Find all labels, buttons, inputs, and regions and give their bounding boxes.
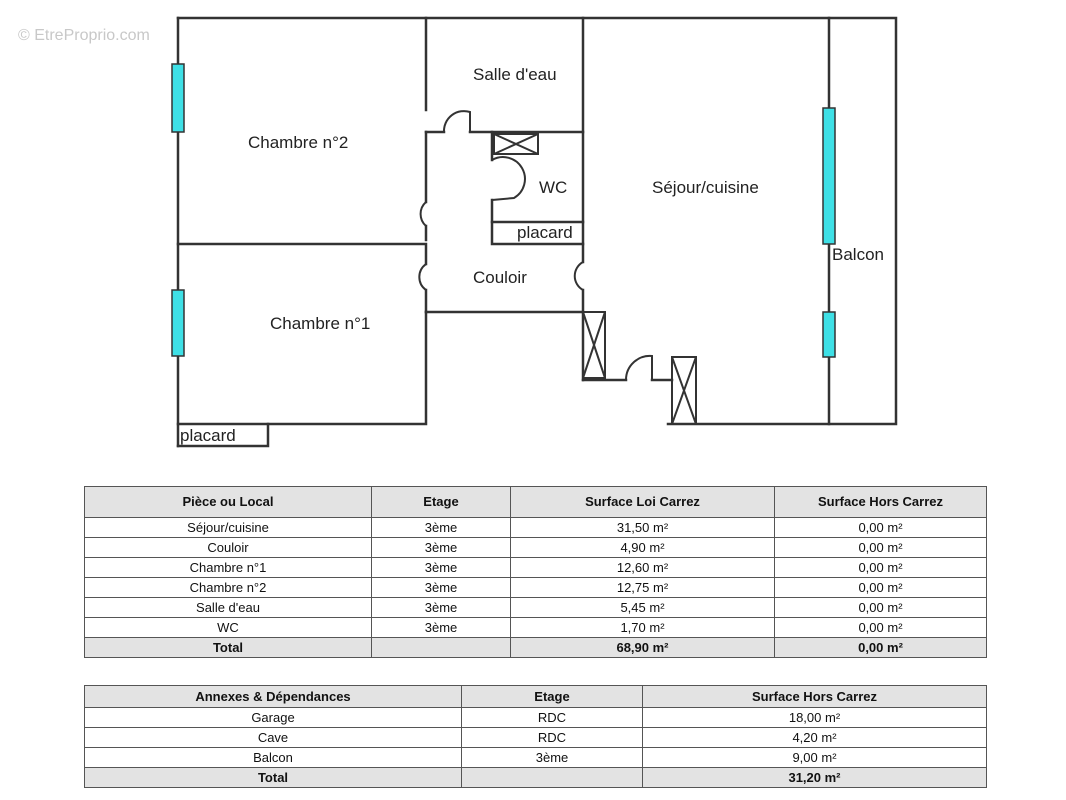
label-balcon: Balcon — [832, 245, 884, 264]
table-header-row: Annexes & Dépendances Etage Surface Hors… — [84, 685, 987, 708]
placard-ch1-outline — [176, 422, 270, 448]
wall-chambres-divider — [176, 242, 428, 314]
door-salle-deau — [442, 110, 471, 133]
cell: Garage — [84, 707, 462, 728]
cell: 3ème — [371, 577, 511, 598]
col-header: Surface Hors Carrez — [642, 685, 987, 708]
col-header: Surface Loi Carrez — [510, 486, 775, 518]
cell: 31,50 m² — [510, 517, 775, 538]
col-header: Etage — [461, 685, 643, 708]
outer-wall — [176, 16, 898, 426]
outer-wall-south — [176, 310, 428, 426]
window-chambre2 — [171, 63, 185, 133]
cell: 0,00 m² — [774, 517, 987, 538]
cell: 0,00 m² — [774, 537, 987, 558]
cell: 0,00 m² — [774, 597, 987, 618]
cell: 12,60 m² — [510, 557, 775, 578]
window-chambre1 — [171, 289, 185, 357]
watermark: © EtreProprio.com — [18, 27, 150, 44]
cell: Balcon — [84, 747, 462, 768]
duct-wc — [493, 133, 539, 155]
door-chambre1 — [418, 263, 427, 291]
cell: 3ème — [371, 617, 511, 638]
cell: 9,00 m² — [642, 747, 987, 768]
cell: 3ème — [371, 597, 511, 618]
cell: Séjour/cuisine — [84, 517, 372, 538]
col-header: Annexes & Dépendances — [84, 685, 462, 708]
col-header: Surface Hors Carrez — [774, 486, 987, 518]
duct-sejour — [582, 311, 606, 379]
cell: RDC — [461, 707, 643, 728]
cell: 4,90 m² — [510, 537, 775, 558]
col-header: Pièce ou Local — [84, 486, 372, 518]
cell: Total — [84, 767, 462, 788]
cell: 3ème — [371, 537, 511, 558]
label-sejour: Séjour/cuisine — [652, 178, 759, 197]
cell: RDC — [461, 727, 643, 748]
surface-table-rooms: Pièce ou Local Etage Surface Loi Carrez … — [84, 486, 987, 658]
cell: 12,75 m² — [510, 577, 775, 598]
door-sejour — [573, 261, 584, 291]
window-sejour-small — [822, 311, 836, 358]
cell: Couloir — [84, 537, 372, 558]
label-chambre2: Chambre n°2 — [248, 133, 348, 152]
label-chambre1: Chambre n°1 — [270, 314, 370, 333]
door-entry — [624, 354, 653, 381]
cell: 0,00 m² — [774, 577, 987, 598]
cell: 3ème — [371, 557, 511, 578]
cell: 4,20 m² — [642, 727, 987, 748]
door-chambre2 — [419, 201, 427, 227]
cell: 68,90 m² — [510, 637, 775, 658]
surface-table-annexes: Annexes & Dépendances Etage Surface Hors… — [84, 685, 987, 788]
wall-couloir-south — [424, 310, 585, 382]
cell — [371, 637, 511, 658]
cell: 3ème — [461, 747, 643, 768]
floor-plan: © EtreProprio.com Salle d'eau Chambre n°… — [18, 16, 898, 448]
label-wc: WC — [539, 178, 567, 197]
table-total-row: Total 31,20 m² — [84, 767, 987, 788]
cell: Salle d'eau — [84, 597, 372, 618]
window-sejour-large — [822, 107, 836, 245]
cell: 0,00 m² — [774, 557, 987, 578]
cell — [461, 767, 643, 788]
cell: 5,45 m² — [510, 597, 775, 618]
col-header: Etage — [371, 486, 511, 518]
table-header-row: Pièce ou Local Etage Surface Loi Carrez … — [84, 486, 987, 518]
wall-wc-west — [490, 130, 585, 246]
cell: 0,00 m² — [774, 617, 987, 638]
label-salle-deau: Salle d'eau — [473, 65, 557, 84]
label-placard-wc: placard — [517, 223, 573, 242]
label-couloir: Couloir — [473, 268, 527, 287]
label-placard-ch1: placard — [180, 426, 236, 445]
cell: 18,00 m² — [642, 707, 987, 728]
cell: Chambre n°2 — [84, 577, 372, 598]
duct-entry — [671, 356, 697, 425]
cell: 0,00 m² — [774, 637, 987, 658]
cell: WC — [84, 617, 372, 638]
cell: Chambre n°1 — [84, 557, 372, 578]
cell: 3ème — [371, 517, 511, 538]
cell: 31,20 m² — [642, 767, 987, 788]
cell: 1,70 m² — [510, 617, 775, 638]
door-wc — [491, 156, 526, 201]
cell: Cave — [84, 727, 462, 748]
cell: Total — [84, 637, 372, 658]
